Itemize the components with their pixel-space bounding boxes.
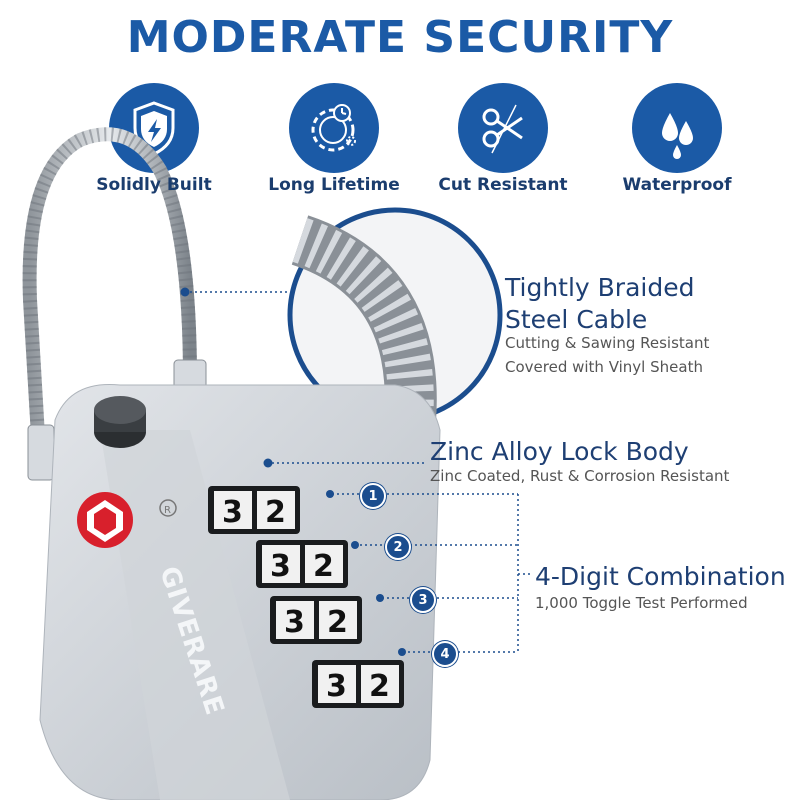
feature-label-solidly-built: Solidly Built	[96, 175, 212, 195]
svg-text:2: 2	[265, 495, 286, 530]
cable-title-line1: Tightly Braided	[505, 273, 695, 302]
svg-text:3: 3	[326, 669, 347, 704]
badge-1: 1	[360, 483, 386, 509]
svg-text:2: 2	[313, 549, 334, 584]
cable-sub-line1: Cutting & Sawing Resistant	[505, 334, 710, 352]
scissors-icon	[458, 83, 548, 173]
combination-wheel-4: 3 2	[312, 660, 404, 708]
feature-label-cut-resistant: Cut Resistant	[438, 175, 568, 195]
badge-4: 4	[432, 641, 458, 667]
svg-text:3: 3	[270, 549, 291, 584]
body-title: Zinc Alloy Lock Body	[430, 437, 689, 466]
gear-clock-icon	[289, 83, 379, 173]
badge-3: 3	[410, 587, 436, 613]
combination-wheel-1: 3 2	[208, 486, 300, 534]
badge-2: 2	[385, 534, 411, 560]
svg-text:2: 2	[327, 605, 348, 640]
svg-text:R: R	[164, 505, 171, 516]
cable-title-line2: Steel Cable	[505, 305, 648, 334]
water-drops-icon	[632, 83, 722, 173]
combination-wheel-3: 3 2	[270, 596, 362, 644]
combination-title: 4-Digit Combination	[535, 562, 786, 591]
svg-text:2: 2	[369, 669, 390, 704]
svg-text:3: 3	[222, 495, 243, 530]
cable-sub-line2: Covered with Vinyl Sheath	[505, 358, 703, 376]
body-sub: Zinc Coated, Rust & Corrosion Resistant	[430, 467, 730, 485]
svg-text:3: 3	[284, 605, 305, 640]
combination-sub: 1,000 Toggle Test Performed	[535, 594, 748, 612]
page-title: MODERATE SECURITY	[126, 12, 674, 63]
feature-label-long-lifetime: Long Lifetime	[268, 175, 400, 195]
feature-label-waterproof: Waterproof	[622, 175, 732, 195]
combination-wheel-2: 3 2	[256, 540, 348, 588]
